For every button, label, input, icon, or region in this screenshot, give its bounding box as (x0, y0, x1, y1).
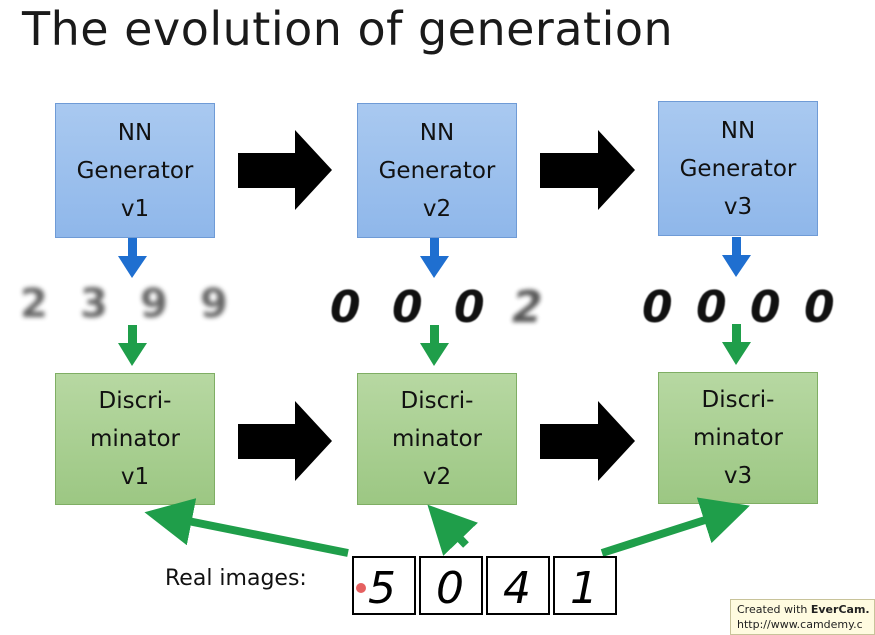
gen-v2-to-v3-arrow (540, 130, 635, 210)
generator-v1-box: NN Generator v1 (55, 103, 215, 238)
real-digit-0: 0 (436, 563, 464, 614)
sample-v1-digit-1: 2 (20, 281, 48, 327)
watermark-brand: EverCam. (810, 603, 870, 616)
discriminator-v3-box: Discri- minator v3 (658, 372, 818, 504)
real-image-digits: 5 0 4 1 (368, 563, 598, 614)
real-digit-1: 1 (570, 563, 598, 614)
sample-v1-digit-4: 9 (200, 281, 228, 327)
generator-v2-box: NN Generator v2 (357, 103, 517, 238)
real-image-frame-2 (419, 556, 483, 615)
real-to-disc-v1-arrow (144, 498, 349, 557)
green-down-arrow-v3 (722, 324, 751, 365)
sample-v3-digit-2: 0 (696, 282, 727, 333)
disc-v1-to-v2-arrow (238, 401, 332, 481)
blue-down-arrow-v3 (722, 237, 751, 277)
sample-v3-digit-1: 0 (642, 282, 673, 333)
real-image-frame-4 (553, 556, 617, 615)
slide-title: The evolution of generation (22, 2, 674, 56)
green-down-arrow-v2 (420, 325, 449, 366)
sample-v3-digit-3: 0 (750, 282, 781, 333)
sample-v3-digit-4: 0 (804, 282, 835, 333)
generator-v3-box: NN Generator v3 (658, 101, 818, 236)
disc-v2-to-v3-arrow (540, 401, 635, 481)
generated-samples-v2: 0 0 0 2 (330, 282, 543, 333)
sample-v2-digit-1: 0 (330, 282, 361, 333)
real-images-label: Real images: (165, 566, 307, 591)
generated-samples-v3: 0 0 0 0 (642, 282, 835, 333)
generated-samples-v1: 2 3 9 9 (20, 281, 228, 327)
cursor-dot (356, 583, 366, 593)
watermark-url: http://www.camdemy.c (737, 618, 863, 631)
real-to-disc-v3-arrow (600, 497, 750, 557)
evercam-watermark: Created with EverCam. http://www.camdemy… (730, 599, 875, 635)
sample-v1-digit-3: 9 (140, 281, 168, 327)
real-to-disc-v2-arrow (427, 504, 478, 556)
sample-v2-digit-2: 0 (392, 282, 423, 333)
green-down-arrow-v1 (118, 325, 147, 366)
watermark-prefix: Created with (737, 603, 811, 616)
discriminator-v2-box: Discri- minator v2 (357, 373, 517, 505)
discriminator-v1-box: Discri- minator v1 (55, 373, 215, 505)
real-image-frame-3 (486, 556, 550, 615)
blue-down-arrow-v2 (420, 238, 449, 278)
sample-v2-digit-3: 0 (454, 282, 485, 333)
sample-v2-digit-4: 2 (512, 282, 543, 333)
real-digit-5: 5 (368, 563, 396, 614)
real-digit-4: 4 (503, 563, 531, 614)
blue-down-arrow-v1 (118, 238, 147, 278)
gen-v1-to-v2-arrow (238, 130, 332, 210)
sample-v1-digit-2: 3 (80, 281, 108, 327)
